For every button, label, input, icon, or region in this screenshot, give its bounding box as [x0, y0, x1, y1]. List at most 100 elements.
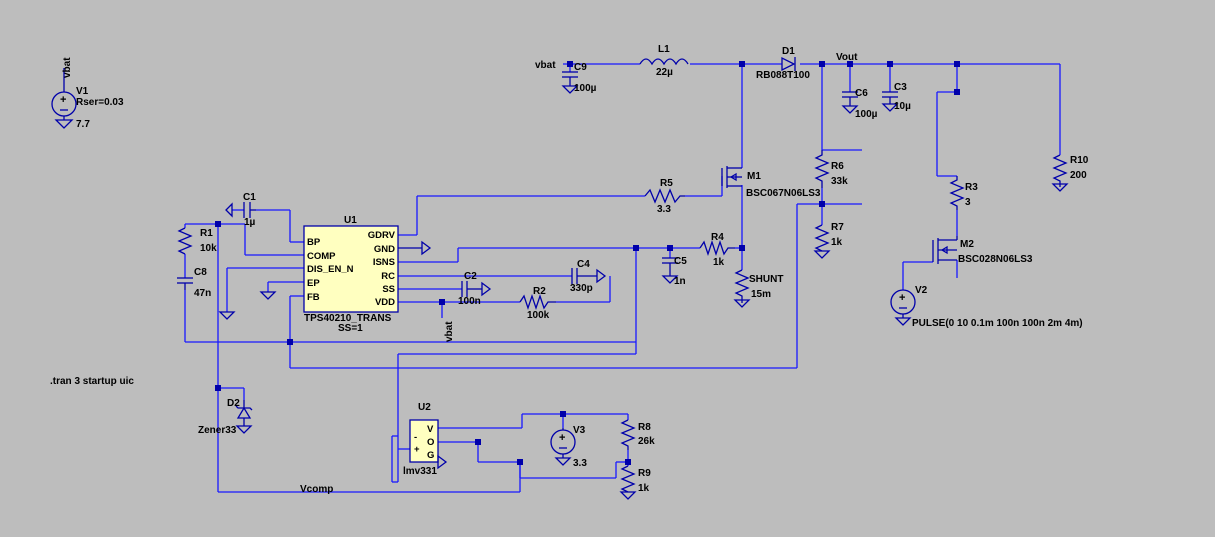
r9-name: R9 — [638, 468, 651, 479]
r1-resistor[interactable] — [177, 227, 193, 255]
c8-capacitor[interactable] — [177, 277, 193, 290]
r5-name: R5 — [660, 178, 673, 189]
v2-source[interactable]: + — [890, 289, 916, 326]
v1-net-label: vbat — [62, 57, 73, 78]
c8-value: 47n — [194, 288, 211, 299]
r4-name: R4 — [711, 232, 724, 243]
dis-gnd-symbol — [218, 311, 236, 320]
u1-pin-fb: FB — [307, 292, 320, 303]
r10-resistor[interactable] — [1051, 154, 1069, 192]
u2-pin-o: O — [427, 437, 434, 448]
r6-resistor[interactable] — [814, 150, 830, 188]
r10-name: R10 — [1070, 155, 1089, 166]
v3-source[interactable]: + — [550, 428, 576, 466]
c5-name: C5 — [674, 256, 687, 267]
c2-value: 100n — [458, 296, 481, 307]
d1-name: D1 — [782, 46, 795, 57]
c2-capacitor[interactable] — [461, 281, 492, 297]
r8-resistor[interactable] — [620, 419, 636, 450]
m1-mosfet[interactable] — [721, 166, 742, 188]
r2-name: R2 — [533, 286, 546, 297]
u1-gnd-symbol — [398, 240, 432, 256]
svg-text:+: + — [60, 94, 66, 106]
d2-name: D2 — [227, 398, 240, 409]
shunt-name: SHUNT — [749, 274, 783, 285]
u1-param: SS=1 — [338, 323, 363, 334]
m2-mosfet[interactable] — [932, 236, 958, 264]
l1-name: L1 — [658, 44, 670, 55]
v2-name: V2 — [915, 285, 928, 296]
u1-pin-gnd: GND — [374, 244, 395, 255]
m2-name: M2 — [960, 239, 974, 250]
wires — [184, 63, 1061, 493]
r5-resistor[interactable] — [644, 188, 685, 204]
m1-name: M1 — [747, 171, 761, 182]
c4-capacitor[interactable] — [571, 268, 607, 284]
c6-capacitor[interactable] — [841, 91, 859, 114]
m1-part: BSC067N06LS3 — [746, 188, 821, 199]
r3-value: 3 — [965, 197, 971, 208]
vcomp-net-label: Vcomp — [300, 484, 333, 495]
c8-name: C8 — [194, 267, 207, 278]
c3-capacitor[interactable] — [881, 91, 899, 112]
r4-resistor[interactable] — [699, 239, 735, 257]
shunt-value: 15m — [751, 289, 771, 300]
r2-resistor[interactable] — [519, 293, 556, 311]
c9-capacitor[interactable] — [561, 71, 579, 94]
u1-pin-ep: EP — [307, 278, 320, 289]
r1-value: 10k — [200, 243, 217, 254]
v1-param: Rser=0.03 — [76, 97, 124, 108]
r4-value: 1k — [713, 257, 725, 268]
u1-pin-gdrv: GDRV — [368, 230, 396, 241]
r3-name: R3 — [965, 182, 978, 193]
r3-resistor[interactable] — [949, 176, 965, 210]
r7-name: R7 — [831, 222, 844, 233]
u2-pin-v: V — [427, 424, 434, 435]
r9-value: 1k — [638, 483, 650, 494]
r7-resistor[interactable] — [813, 224, 831, 259]
c6-value: 100µ — [855, 109, 878, 120]
c5-capacitor[interactable] — [661, 257, 679, 284]
v1-source[interactable]: + — [51, 68, 77, 129]
vbat-net-label: vbat — [535, 60, 556, 71]
d1-diode[interactable] — [781, 56, 796, 72]
r10-value: 200 — [1070, 170, 1087, 181]
r2-value: 100k — [527, 310, 550, 321]
u1-pin-rc: RC — [381, 271, 395, 282]
v3-name: V3 — [573, 425, 586, 436]
u2-pin-plus: + — [414, 444, 420, 455]
l1-inductor[interactable] — [639, 58, 689, 66]
c9-name: C9 — [574, 62, 587, 73]
l1-value: 22µ — [656, 67, 673, 78]
u2-ic-body[interactable] — [409, 419, 439, 463]
r5-value: 3.3 — [657, 204, 671, 215]
u1-pin-isns: ISNS — [373, 257, 395, 268]
u1-pin-ss: SS — [382, 284, 395, 295]
u1-pin-bp: BP — [307, 237, 321, 248]
r6-value: 33k — [831, 176, 848, 187]
sim-directive[interactable]: .tran 3 startup uic — [50, 376, 134, 387]
svg-text:+: + — [559, 432, 565, 444]
u2-name: U2 — [418, 402, 431, 413]
u2-gnd-symbol — [437, 454, 448, 470]
m2-part: BSC028N06LS3 — [958, 254, 1033, 265]
d2-value: Zener33 — [198, 425, 237, 436]
c3-value: 10µ — [894, 101, 911, 112]
r9-resistor[interactable] — [619, 465, 637, 500]
r7-value: 1k — [831, 237, 843, 248]
c3-name: C3 — [894, 82, 907, 93]
v2-value: PULSE(0 10 0.1m 100n 100n 2m 4m) — [912, 318, 1083, 329]
vout-net-label: Vout — [836, 52, 858, 63]
shunt-resistor[interactable] — [733, 269, 751, 308]
u2-part: lmv331 — [403, 466, 437, 477]
c1-capacitor[interactable] — [225, 202, 256, 218]
r1-name: R1 — [200, 228, 213, 239]
u1-pin-vdd: VDD — [375, 297, 395, 308]
u1-part: TPS40210_TRANS — [304, 313, 392, 324]
d2-zener[interactable] — [235, 400, 253, 434]
u1-ic-body[interactable] — [303, 225, 399, 313]
c4-name: C4 — [577, 259, 590, 270]
u2-pin-minus: - — [414, 432, 417, 443]
